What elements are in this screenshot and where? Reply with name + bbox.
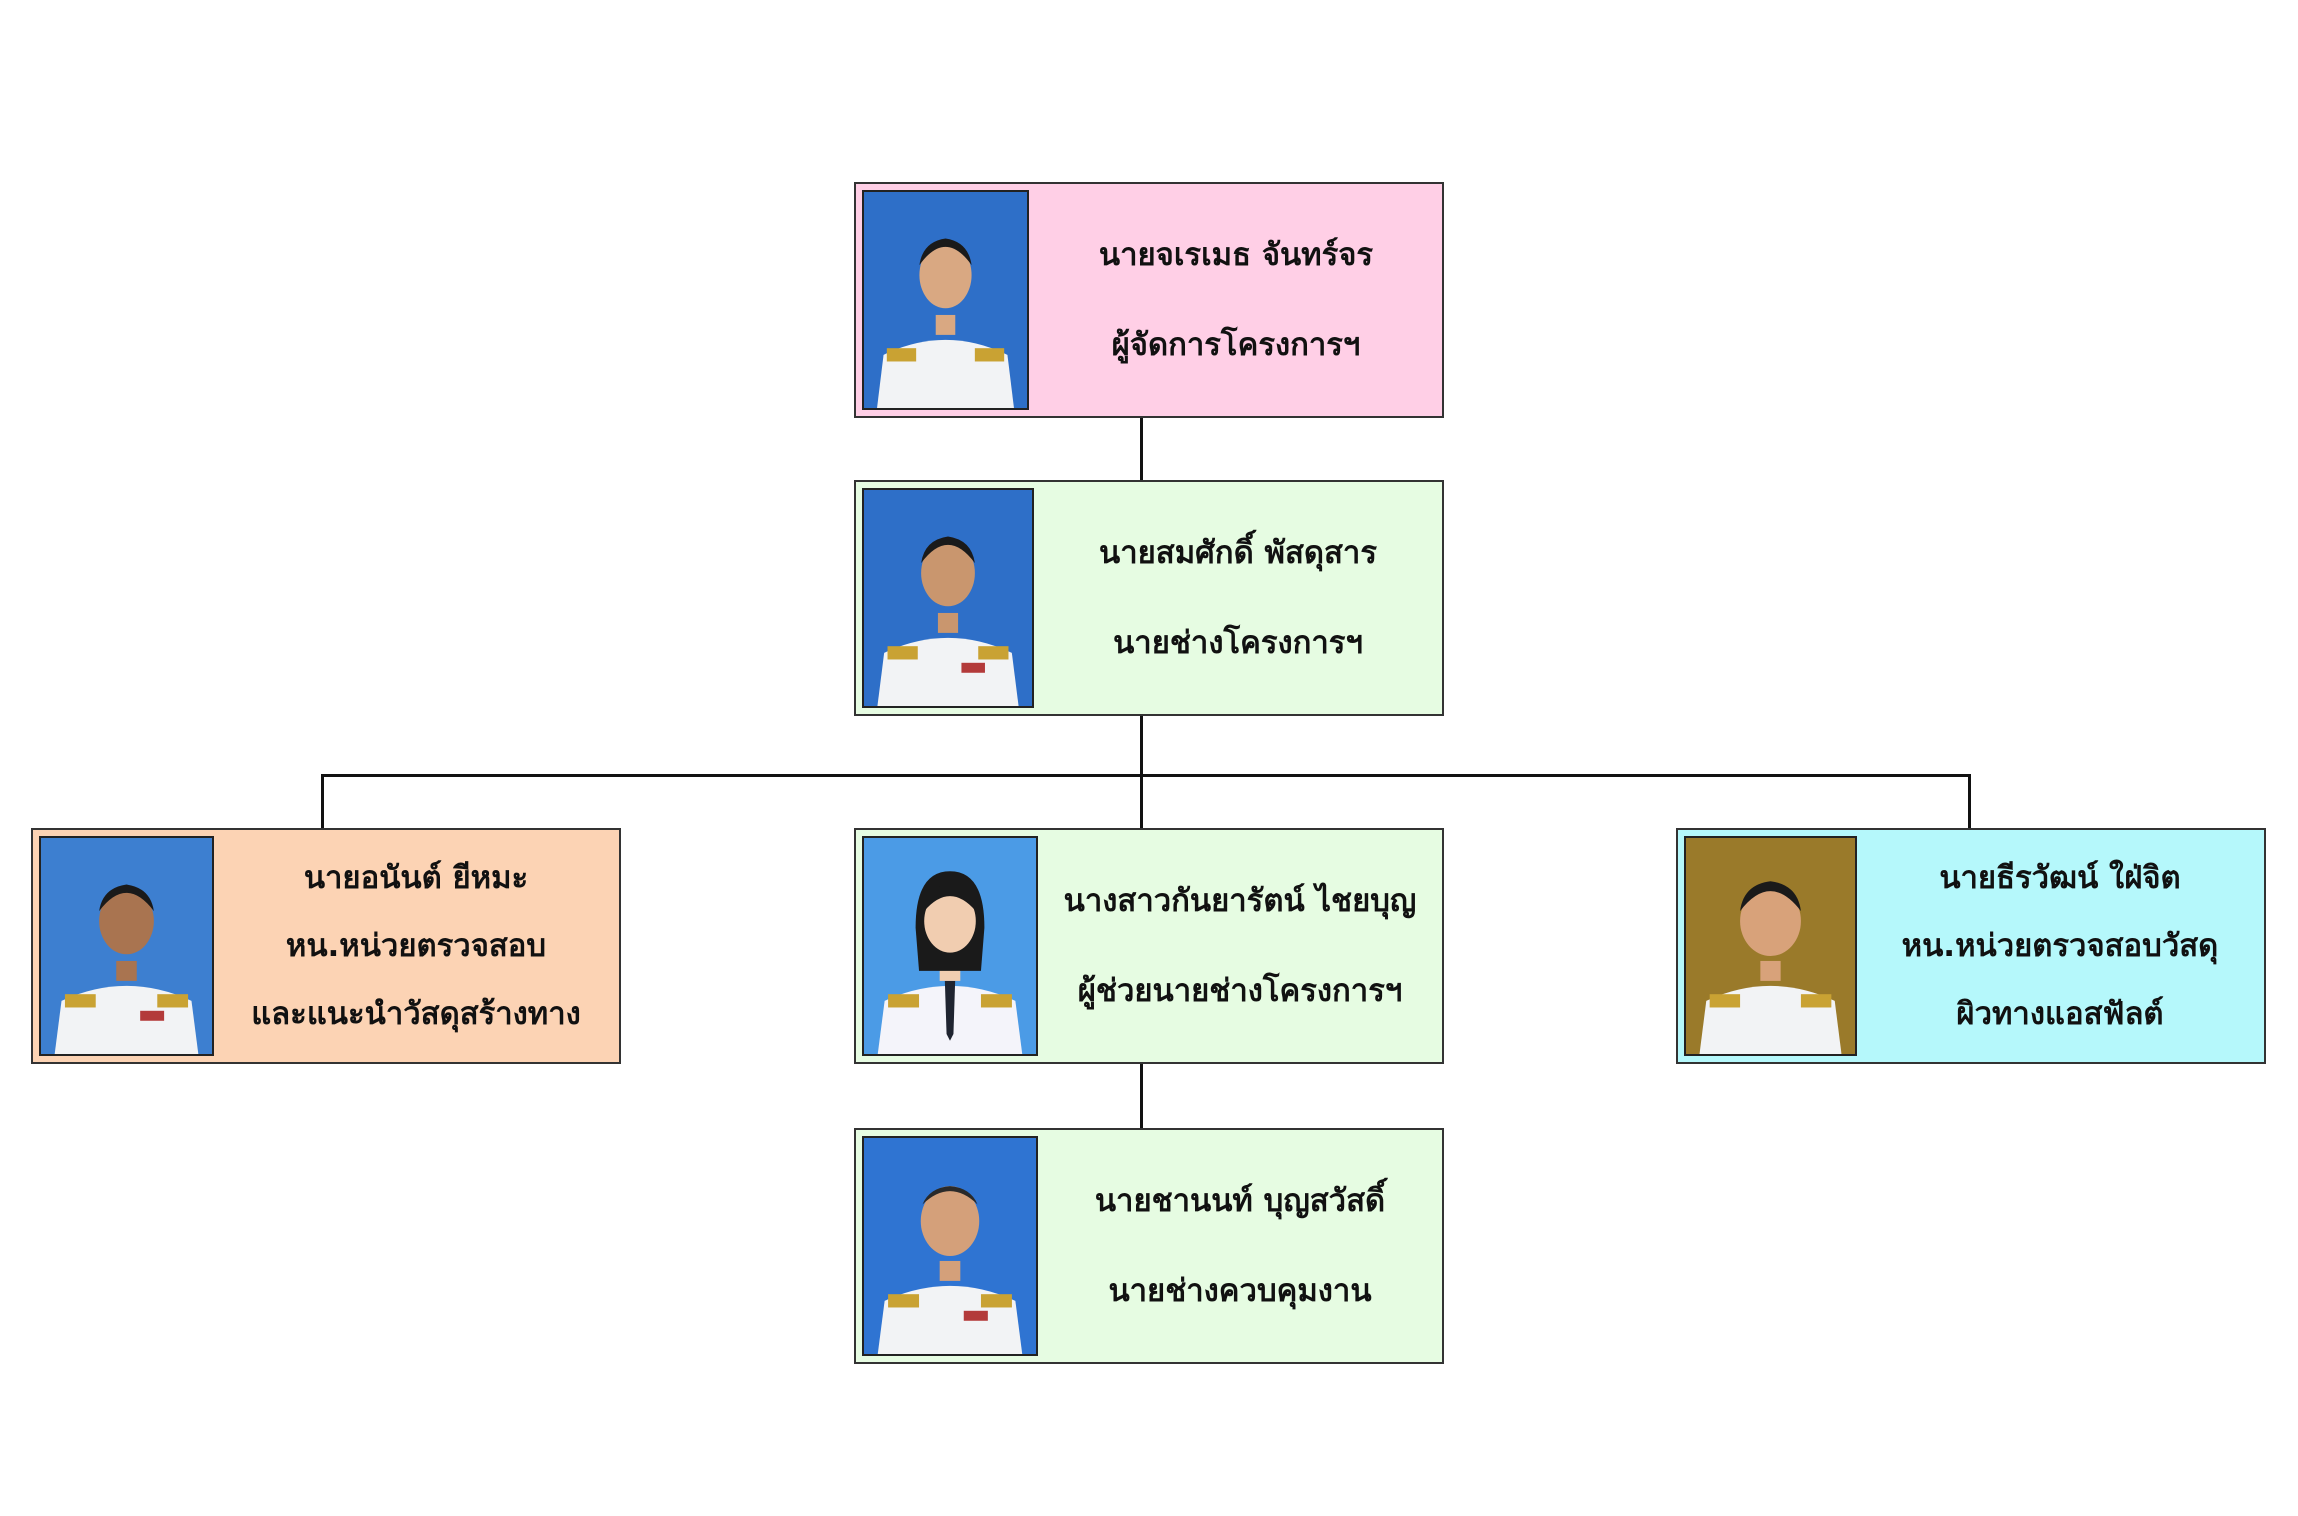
portrait-man-icon xyxy=(39,836,214,1056)
person-role: นายช่างโครงการฯ xyxy=(1113,625,1363,662)
person-name: นายสมศักดิ์ พัสดุสาร xyxy=(1099,534,1377,571)
portrait-woman-icon xyxy=(862,836,1038,1056)
node-assistant-engineer: นางสาวกันยารัตน์ ไชยบุญ ผู้ช่วยนายช่างโค… xyxy=(854,828,1444,1064)
node-text: นายชานนท์ บุญสวัสดิ์ นายช่างควบคุมงาน xyxy=(1046,1130,1434,1362)
connector-engineer-bus xyxy=(1140,714,1143,776)
person-role: ผู้ช่วยนายช่างโครงการฯ xyxy=(1077,973,1403,1010)
node-project-engineer: นายสมศักดิ์ พัสดุสาร นายช่างโครงการฯ xyxy=(854,480,1444,716)
node-construction-supervisor: นายชานนท์ บุญสวัสดิ์ นายช่างควบคุมงาน xyxy=(854,1128,1444,1364)
person-name: นายอนันต์ ยีหมะ xyxy=(303,860,529,896)
person-role: หน.หน่วยตรวจสอบวัสดุ xyxy=(1901,928,2219,964)
person-name: นายจเรเมธ จันทร์จร xyxy=(1098,236,1374,273)
connector-assistant-supervisor xyxy=(1140,1062,1143,1130)
node-text: นายอนันต์ ยีหมะ หน.หน่วยตรวจสอบ และแนะนำ… xyxy=(221,830,611,1062)
node-text: นางสาวกันยารัตน์ ไชยบุญ ผู้ช่วยนายช่างโค… xyxy=(1046,830,1434,1062)
connector-manager-engineer xyxy=(1140,416,1143,482)
portrait-man-icon xyxy=(1684,836,1857,1056)
portrait-man-icon xyxy=(862,190,1029,410)
node-asphalt-inspection-lead: นายธีรวัฒน์ ใฝ่จิต หน.หน่วยตรวจสอบวัสดุ … xyxy=(1676,828,2266,1064)
portrait-man-icon xyxy=(862,488,1034,708)
node-text: นายจเรเมธ จันทร์จร ผู้จัดการโครงการฯ xyxy=(1038,184,1434,416)
person-name: นายธีรวัฒน์ ใฝ่จิต xyxy=(1939,860,2181,896)
connector-bus-material-lead xyxy=(321,774,324,830)
node-text: นายสมศักดิ์ พัสดุสาร นายช่างโครงการฯ xyxy=(1042,482,1434,714)
person-role: ผิวทางแอสฟัลต์ xyxy=(1956,996,2164,1032)
person-role: หน.หน่วยตรวจสอบ xyxy=(285,928,547,964)
portrait-man-icon xyxy=(862,1136,1038,1356)
connector-horizontal-bus xyxy=(321,774,1971,777)
person-role: ผู้จัดการโครงการฯ xyxy=(1111,327,1361,364)
node-material-inspection-lead: นายอนันต์ ยีหมะ หน.หน่วยตรวจสอบ และแนะนำ… xyxy=(31,828,621,1064)
person-name: นายชานนท์ บุญสวัสดิ์ xyxy=(1094,1182,1386,1219)
person-role: นายช่างควบคุมงาน xyxy=(1108,1273,1372,1310)
node-project-manager: นายจเรเมธ จันทร์จร ผู้จัดการโครงการฯ xyxy=(854,182,1444,418)
person-role: และแนะนำวัสดุสร้างทาง xyxy=(251,996,581,1032)
node-text: นายธีรวัฒน์ ใฝ่จิต หน.หน่วยตรวจสอบวัสดุ … xyxy=(1864,830,2256,1062)
person-name: นางสาวกันยารัตน์ ไชยบุญ xyxy=(1063,882,1417,919)
connector-bus-assistant xyxy=(1140,774,1143,830)
connector-bus-asphalt-lead xyxy=(1968,774,1971,830)
